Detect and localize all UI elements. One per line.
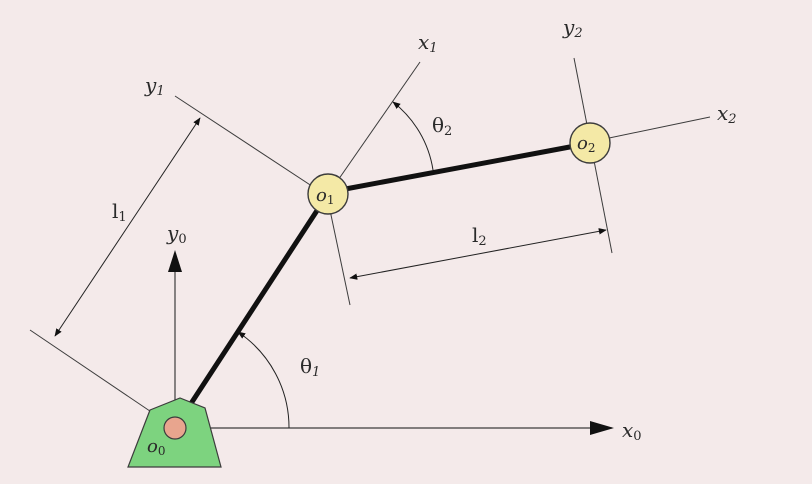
link-2 bbox=[339, 143, 576, 193]
joint-o1 bbox=[307, 173, 349, 215]
y0-arrowhead bbox=[168, 250, 182, 272]
l2-dimension-arrow bbox=[349, 228, 607, 280]
label-o1: o1 bbox=[316, 185, 334, 207]
label-o2: o2 bbox=[577, 133, 595, 155]
theta2-arc bbox=[392, 101, 434, 171]
label-y1: y1 bbox=[144, 73, 165, 99]
label-y0: y0 bbox=[166, 221, 187, 247]
y1-axis bbox=[174, 95, 328, 197]
joint-o2 bbox=[569, 122, 611, 164]
label-y2: y2 bbox=[562, 15, 583, 41]
label-x2: x2 bbox=[717, 101, 737, 127]
link-1 bbox=[172, 204, 323, 430]
label-theta2: θ2 bbox=[432, 113, 452, 139]
x1-axis bbox=[326, 61, 421, 197]
label-theta1: θ1 bbox=[300, 354, 320, 380]
base-joint bbox=[163, 416, 187, 440]
label-x1: x1 bbox=[418, 30, 438, 56]
l1-dimension-arrow bbox=[54, 117, 201, 337]
label-o0: o0 bbox=[147, 436, 165, 458]
label-x0: x0 bbox=[622, 418, 642, 444]
label-l2: l2 bbox=[472, 223, 487, 249]
theta1-arc bbox=[237, 331, 290, 429]
x0-arrowhead bbox=[590, 421, 614, 435]
label-l1: l1 bbox=[112, 199, 127, 225]
